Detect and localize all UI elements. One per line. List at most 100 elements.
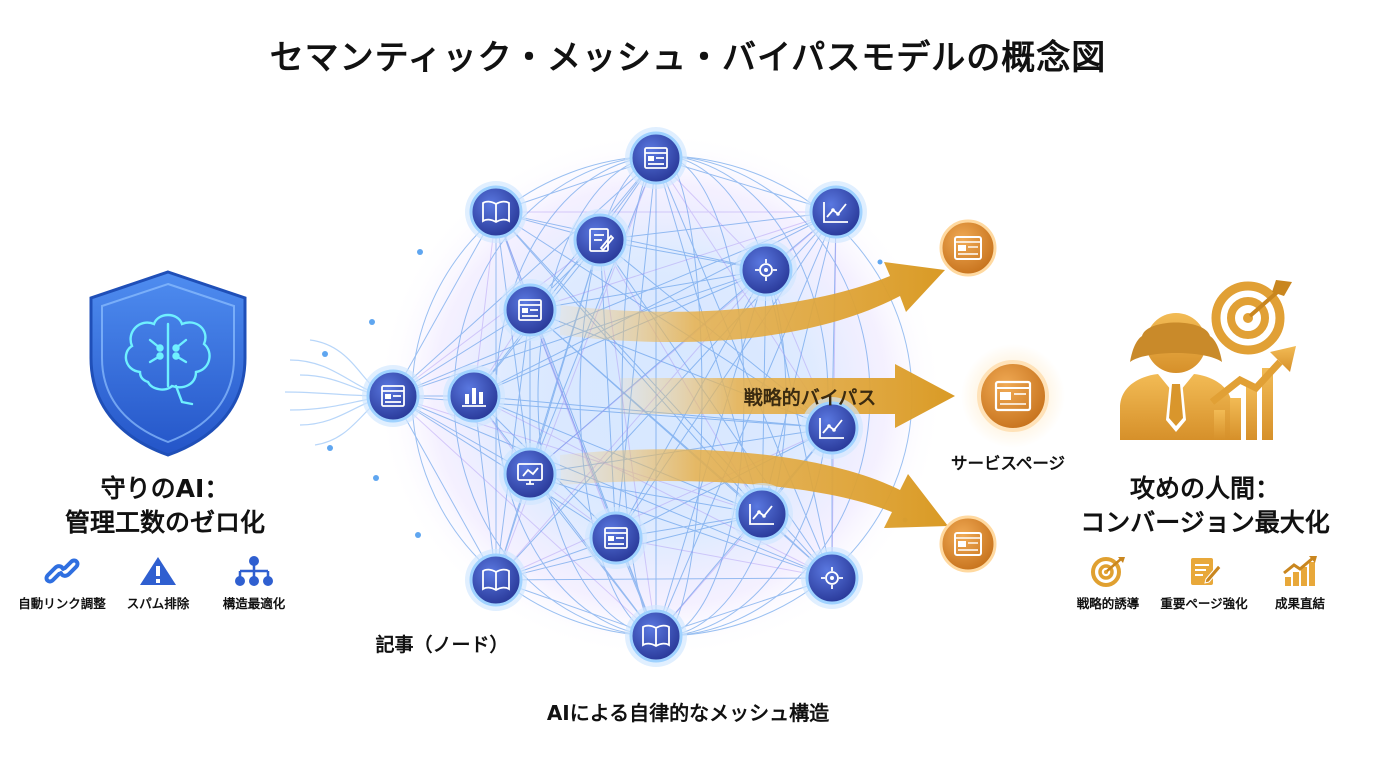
node-circle (503, 447, 557, 501)
mesh-link (495, 157, 657, 581)
article-node (735, 239, 797, 301)
bypass-arrow-middle (620, 364, 955, 428)
warning-icon (140, 557, 176, 585)
mesh-link (495, 309, 531, 581)
node-label: 記事（ノード） (375, 634, 509, 656)
bypass-arrow-lower (560, 449, 948, 528)
human-strategy-icon (1120, 280, 1296, 440)
article-node (801, 397, 863, 459)
mesh-link (495, 239, 601, 581)
ai-defense-heading-line2: 管理工数のゼロ化 (64, 508, 265, 537)
article-node (731, 483, 793, 545)
service-page-label: サービスページ (950, 454, 1065, 473)
settings-icon (755, 259, 777, 281)
mesh-link (529, 211, 837, 311)
service-node-top (939, 219, 997, 277)
bypass-arrow-upper (560, 262, 945, 343)
human-offense-heading: 攻めの人間： コンバージョン最大化 (1060, 472, 1350, 540)
article-node (801, 547, 863, 609)
mesh-link (655, 157, 833, 579)
hierarchy-icon (235, 556, 273, 586)
feature-structure-optimization-label: 構造最適化 (222, 596, 286, 611)
service-node-main (977, 360, 1049, 432)
settings-icon (821, 567, 843, 589)
link-icon (44, 558, 80, 584)
article-node (362, 365, 424, 427)
document-icon (644, 147, 668, 169)
mesh-link (529, 473, 833, 579)
line-chart-icon (749, 504, 774, 525)
mesh-link (495, 211, 617, 539)
article-node (499, 279, 561, 341)
mesh-link (599, 211, 837, 241)
mesh-link (529, 269, 767, 311)
feature-strategic-guidance-label: 戦略的誘導 (1076, 596, 1140, 611)
mesh-link (392, 395, 833, 579)
document-icon (604, 527, 628, 549)
bypass-label: 戦略的バイパス (743, 387, 877, 409)
document-icon (381, 385, 405, 407)
mesh-link (495, 577, 833, 581)
page-title: セマンティック・メッシュ・バイパスモデルの概念図 (269, 38, 1107, 78)
mesh-link (392, 157, 657, 397)
ai-feature-list: 自動リンク調整 スパム排除 構造最適化 (14, 555, 302, 612)
article-node (465, 549, 527, 611)
mesh-link (599, 239, 657, 637)
feature-direct-results-label: 成果直結 (1274, 596, 1325, 611)
edit-icon (589, 228, 615, 252)
human-offense-heading-line2: コンバージョン最大化 (1080, 508, 1330, 537)
growth-chart-icon (1209, 346, 1296, 440)
brain-icon (124, 313, 211, 406)
mesh-link (615, 211, 837, 539)
target-icon (1211, 280, 1292, 355)
mesh-link (529, 309, 617, 539)
feature-spam-removal: スパム排除 (110, 555, 206, 612)
bar-chart-icon (462, 388, 486, 407)
article-node (625, 605, 687, 667)
bypass-arrows (560, 262, 955, 528)
mesh-nodes (362, 127, 867, 667)
ai-defense-heading: 守りのAI： 管理工数のゼロ化 (40, 472, 290, 540)
article-node (585, 507, 647, 569)
person-icon (1120, 313, 1232, 440)
line-chart-icon (823, 202, 848, 223)
mesh-label: AIによる自律的なメッシュ構造 (546, 701, 830, 725)
monitor-icon (517, 463, 543, 485)
edit-icon (1191, 558, 1222, 585)
feature-key-page-boost: 重要ページ強化 (1156, 555, 1252, 612)
mesh-lines-purple (392, 157, 837, 637)
growth-chart-icon (1283, 556, 1317, 586)
mesh-link (495, 427, 833, 581)
ai-defense-heading-line1: 守りのAI： (100, 474, 230, 503)
document-icon (518, 299, 542, 321)
line-chart-icon (819, 418, 844, 439)
article-node (499, 443, 561, 505)
mesh-link (473, 157, 657, 397)
book-icon (482, 200, 510, 224)
feature-auto-link-label: 自動リンク調整 (18, 596, 106, 611)
ai-shield-icon (89, 270, 247, 457)
service-node-bottom (939, 515, 997, 573)
target-icon (1091, 557, 1125, 587)
mesh-link (473, 395, 657, 637)
book-icon (642, 624, 670, 648)
article-node (465, 181, 527, 243)
feature-auto-link: 自動リンク調整 (14, 555, 110, 612)
mesh-link (615, 537, 833, 579)
mesh-link (495, 211, 531, 475)
feature-spam-removal-label: スパム排除 (126, 596, 190, 611)
mesh-link (392, 395, 497, 581)
mesh-link (655, 211, 837, 637)
human-feature-list: 戦略的誘導 重要ページ強化 成果直結 (1060, 555, 1348, 612)
article-node (569, 209, 631, 271)
feature-structure-optimization: 構造最適化 (206, 555, 302, 612)
human-offense-heading-line1: 攻めの人間： (1129, 474, 1280, 503)
feature-key-page-boost-label: 重要ページ強化 (1160, 596, 1248, 611)
article-node (625, 127, 687, 189)
mesh-link (473, 395, 833, 579)
mesh-link (615, 427, 833, 539)
article-node (805, 181, 867, 243)
mesh-link (392, 211, 497, 397)
feature-strategic-guidance: 戦略的誘導 (1060, 555, 1156, 612)
